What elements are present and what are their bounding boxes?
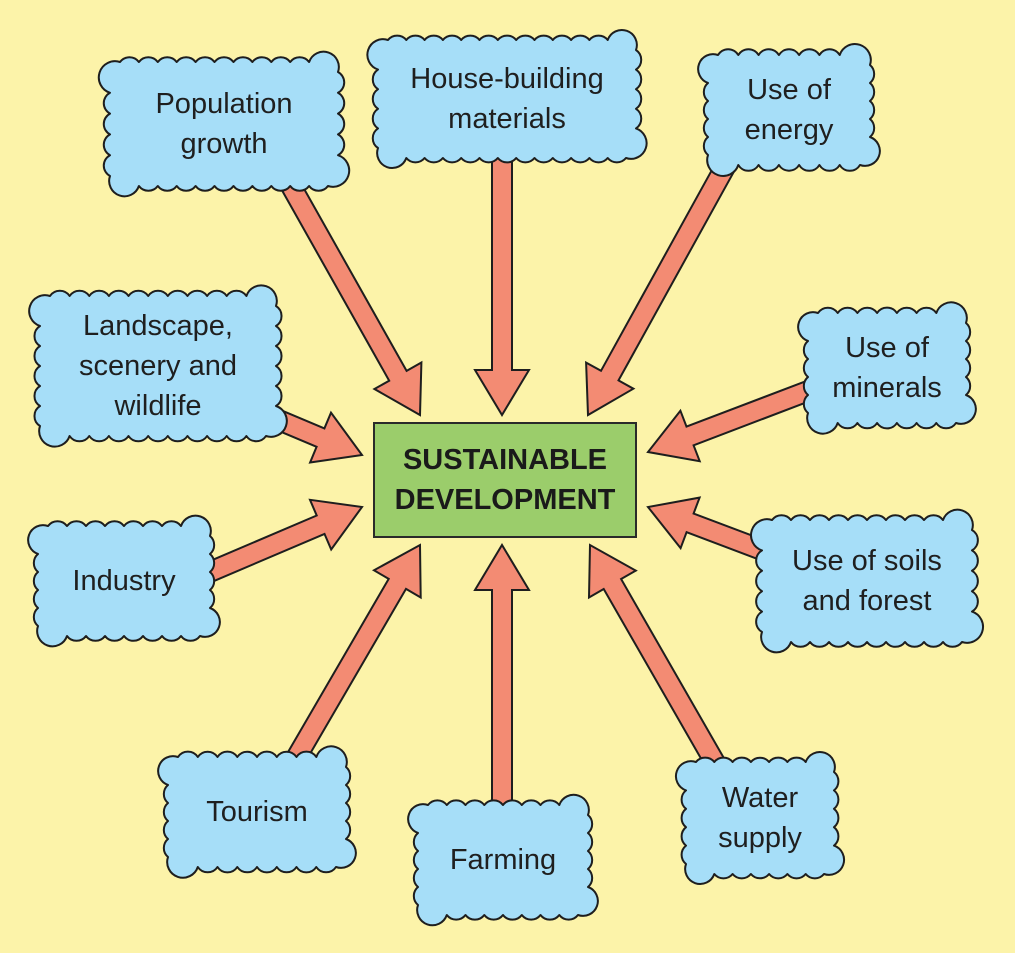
node-label-industry: Industry	[72, 565, 176, 597]
arrow-use-of-minerals	[646, 377, 821, 463]
node-label-tourism: Tourism	[206, 796, 308, 828]
clouds-layer	[27, 29, 984, 927]
cloud-house-building-materials	[366, 29, 648, 169]
arrow-house-building-materials	[473, 147, 531, 417]
cloud-population-growth	[97, 50, 351, 198]
cloud-use-of-soils-and-forest	[750, 508, 984, 654]
arrow-farming	[473, 543, 531, 811]
cloud-tourism	[157, 745, 357, 879]
node-label-landscape-scenery-wildlife: Landscape, scenery and wildlife	[79, 310, 237, 422]
arrow-population-growth	[271, 163, 423, 417]
arrow-use-of-soils-and-forest	[646, 496, 775, 564]
cloud-landscape-scenery-wildlife	[28, 284, 288, 448]
arrow-industry	[199, 498, 364, 585]
cloud-use-of-minerals	[797, 301, 977, 435]
center-box	[373, 422, 637, 538]
node-label-house-building-materials: House-building materials	[410, 63, 604, 135]
node-label-water-supply: Water supply	[718, 782, 802, 854]
node-label-population-growth: Population growth	[155, 88, 293, 160]
arrows-layer	[199, 147, 821, 811]
center-label: SUSTAINABLE DEVELOPMENT	[394, 444, 616, 516]
cloud-water-supply	[674, 751, 846, 885]
node-label-farming: Farming	[449, 844, 557, 876]
node-label-use-of-minerals: Use of minerals	[832, 332, 942, 404]
node-label-use-of-energy: Use of energy	[744, 74, 834, 146]
arrow-water-supply	[587, 543, 729, 775]
cloud-industry	[27, 514, 221, 648]
cloud-farming	[407, 793, 599, 927]
arrow-use-of-energy	[585, 151, 741, 417]
cloud-use-of-energy	[697, 43, 881, 177]
node-label-use-of-soils-and-forest: Use of soils and forest	[792, 545, 942, 617]
arrow-tourism	[282, 543, 422, 772]
